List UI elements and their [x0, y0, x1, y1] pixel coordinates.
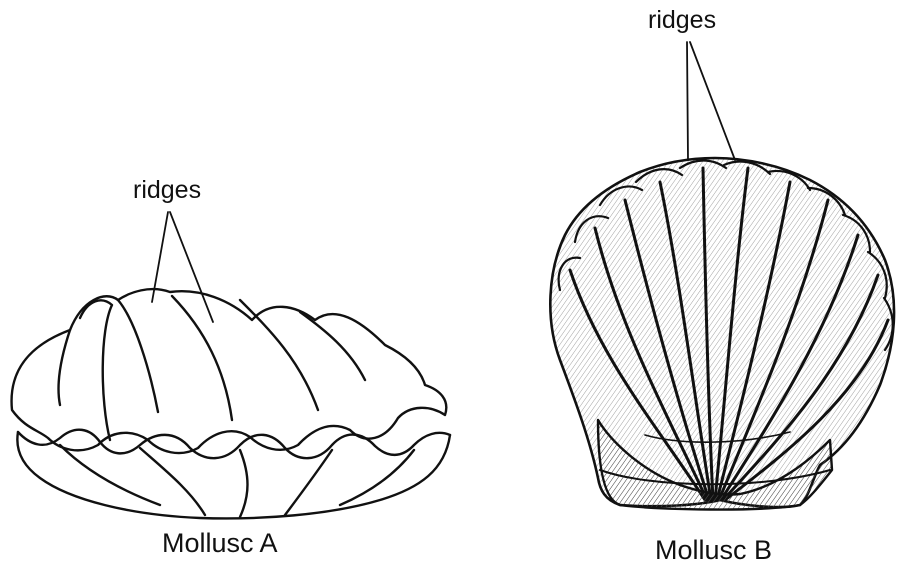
mollusc-a-caption: Mollusc A: [162, 528, 278, 559]
mollusc-b-ridges-label: ridges: [648, 6, 716, 35]
mollusc-b-ridges-pointer: [687, 42, 688, 160]
mollusc-b-caption: Mollusc B: [655, 535, 772, 566]
mollusc-a-ridges-label: ridges: [133, 176, 201, 205]
mollusc-b-ridges-pointer: [690, 42, 735, 160]
